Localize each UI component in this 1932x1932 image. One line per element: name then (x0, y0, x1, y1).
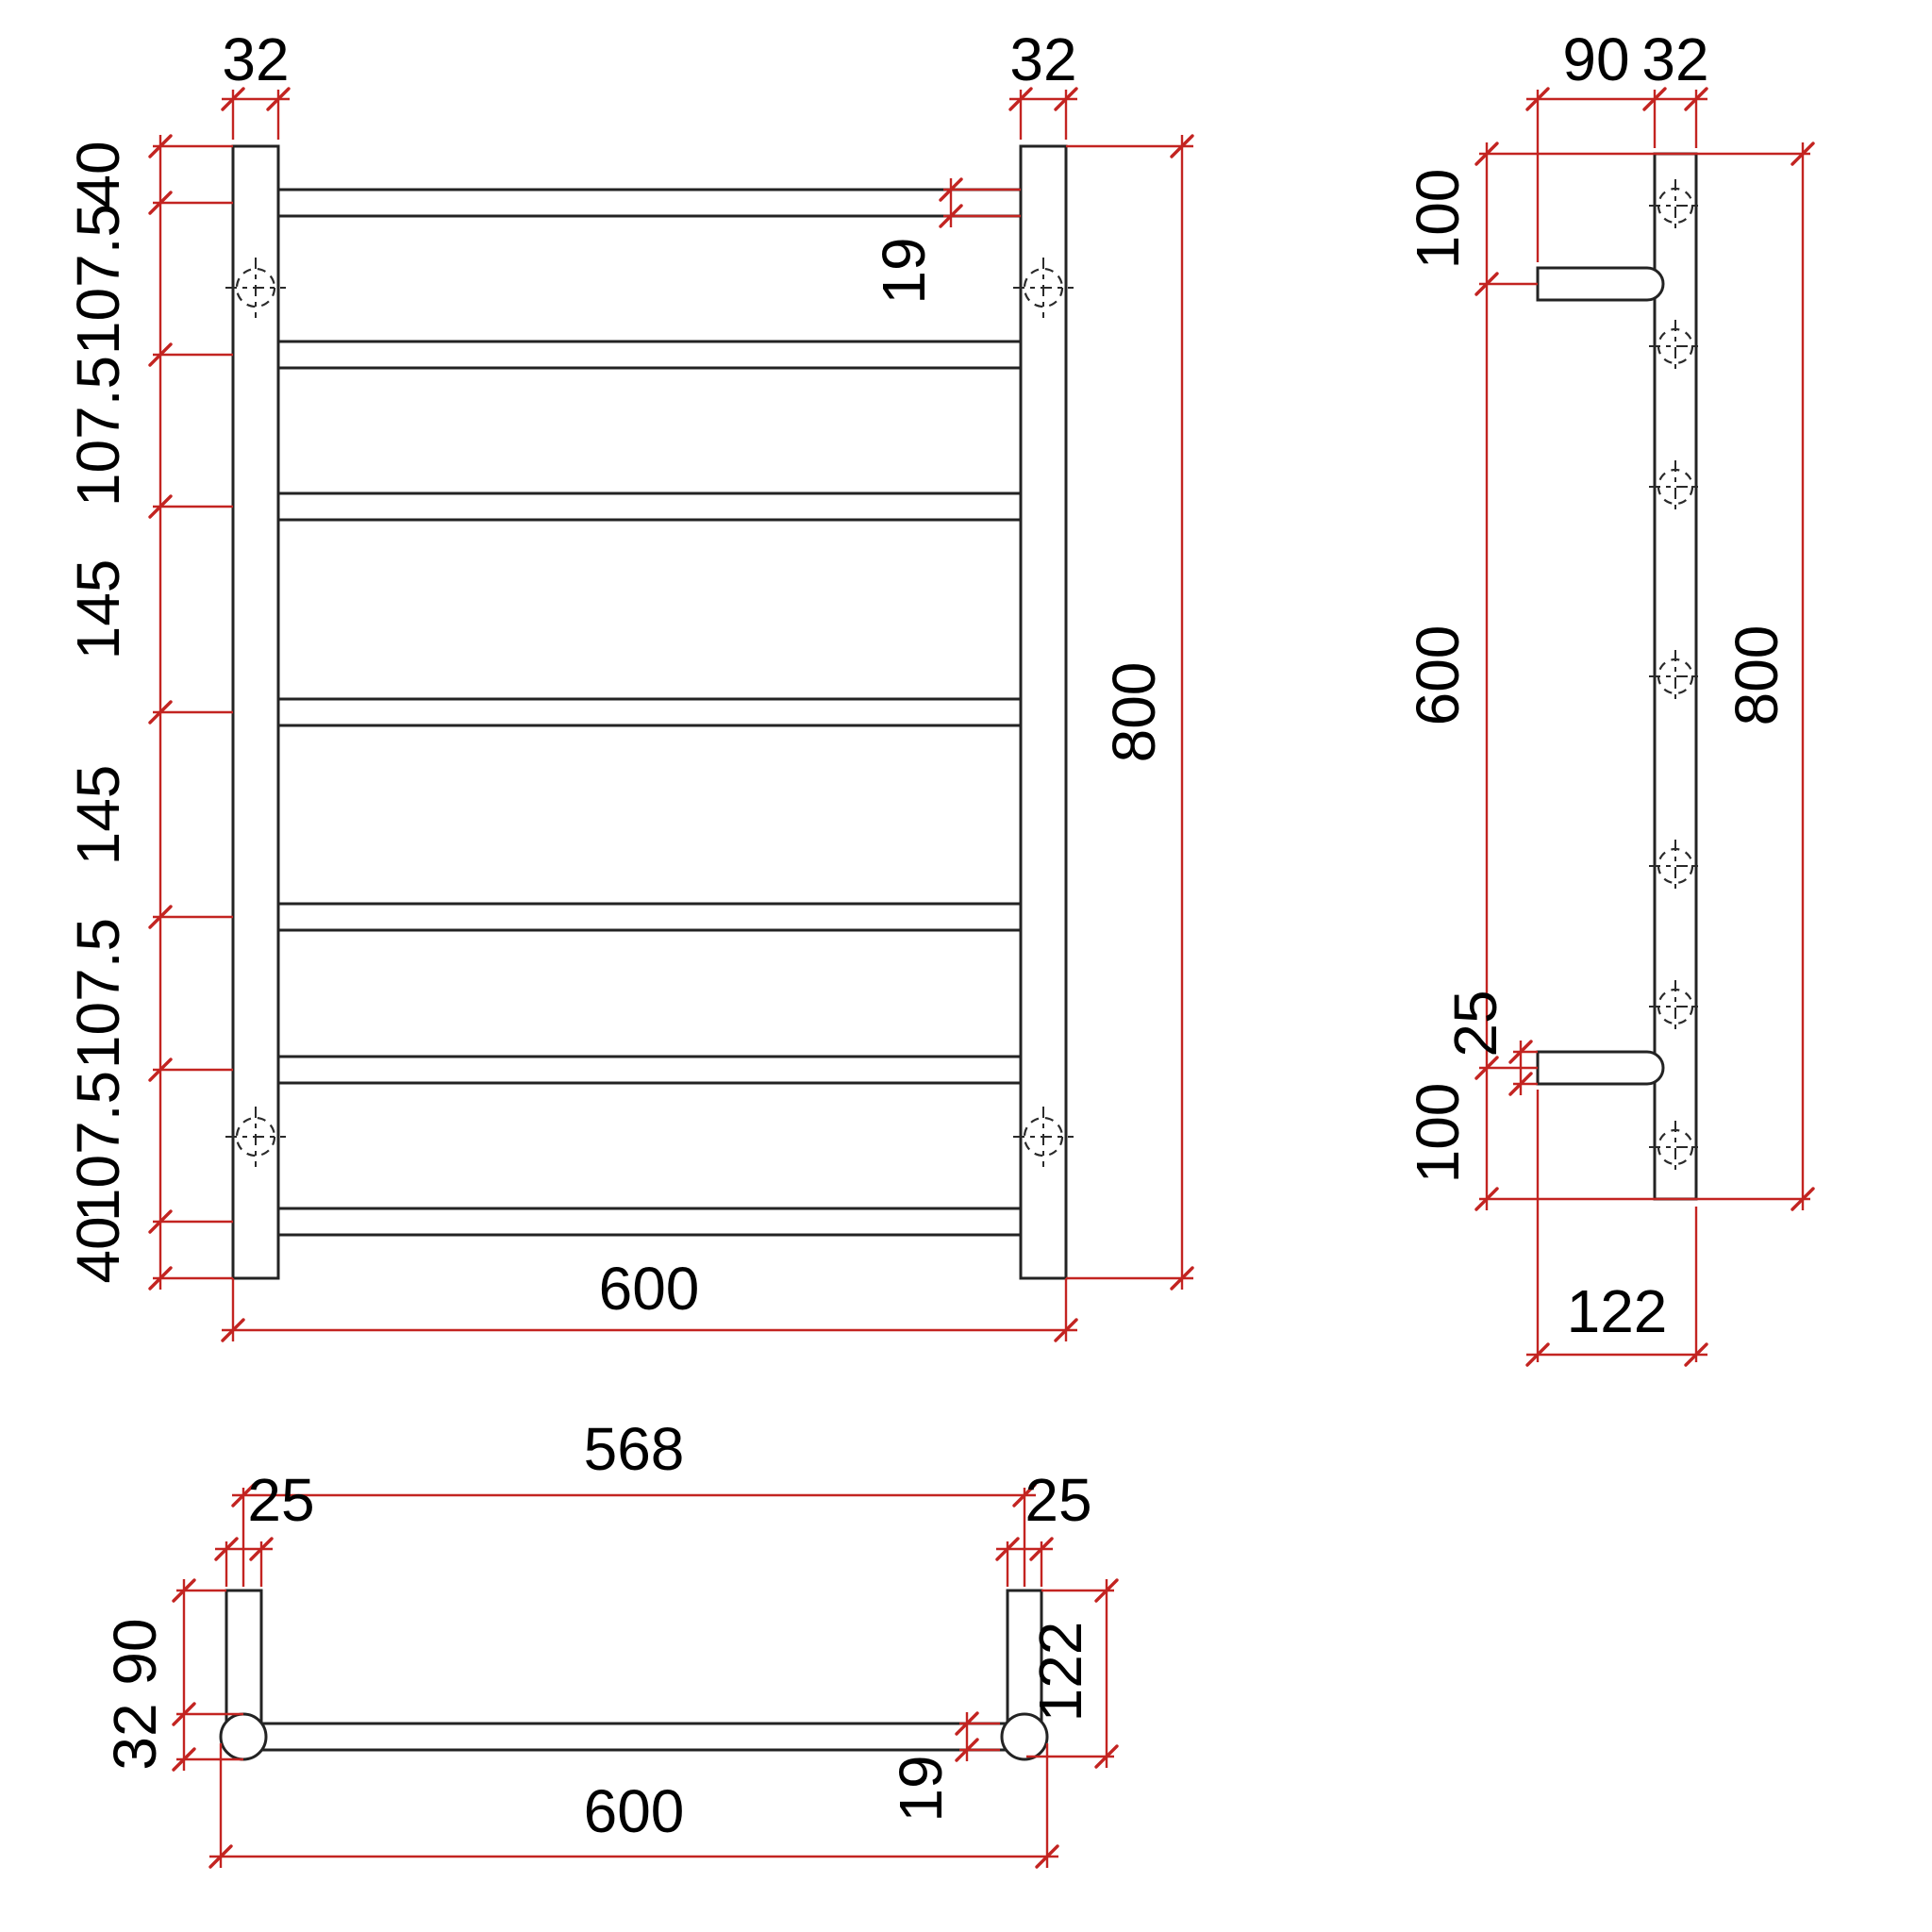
dim-label: 32 (101, 1703, 169, 1770)
front-rung-3 (278, 491, 1021, 522)
side-rung-hole-6 (1649, 980, 1702, 1033)
dim-label: 107.5 (64, 356, 132, 507)
dim-front-height-chain: 40 107.5 107.5 145 145 107.5 107.5 40 (64, 134, 233, 1291)
dim-side-overall-height: 800 (1723, 142, 1815, 1211)
side-rung-hole-3 (1649, 460, 1702, 513)
dim-label: 25 (247, 1466, 314, 1534)
top-view: 568 25 25 90 32 19 (101, 1415, 1119, 1869)
dim-front-overall-height: 800 (1066, 134, 1194, 1291)
side-rung-hole-4 (1649, 650, 1702, 703)
front-mount-hole-top-left (225, 258, 286, 318)
dim-label: 25 (1024, 1466, 1091, 1534)
dim-top-post-centre-spacing: 568 (231, 1415, 1037, 1587)
side-post (1653, 152, 1698, 1201)
front-rung-1 (278, 188, 1021, 218)
dim-label: 32 (1641, 25, 1708, 93)
dim-label: 32 (1009, 25, 1076, 93)
dim-side-overall-depth: 122 (1525, 1090, 1708, 1367)
front-view: 32 32 40 107.5 107.5 145 145 1 (64, 25, 1194, 1342)
front-mount-hole-top-right (1013, 258, 1074, 318)
dim-label: 568 (584, 1415, 685, 1483)
side-rung-hole-7 (1649, 1121, 1702, 1174)
dim-label: 40 (64, 141, 132, 208)
dim-label: 90 (1562, 25, 1629, 93)
dim-label: 32 (222, 25, 289, 93)
dim-label: 19 (887, 1755, 955, 1822)
front-rung-2 (278, 340, 1021, 370)
front-rung-6 (278, 1055, 1021, 1085)
dim-front-post-width-left: 32 (221, 25, 291, 140)
side-rung-hole-5 (1649, 840, 1702, 892)
dim-label: 800 (1100, 662, 1168, 763)
dim-label: 100 (1404, 1083, 1472, 1184)
dim-label: 19 (870, 237, 938, 304)
dim-side-bracket-thickness: 25 (1441, 990, 1538, 1096)
dim-label: 145 (64, 765, 132, 866)
dim-top-bracket-width-left: 25 (214, 1466, 315, 1587)
dim-side-bracket-length-and-post-width: 90 32 (1525, 25, 1709, 262)
dim-side-bracket-chain: 100 600 100 (1404, 142, 1538, 1211)
dim-label: 122 (1026, 1622, 1094, 1723)
front-rung-7 (278, 1207, 1021, 1237)
side-bracket-bottom (1536, 1050, 1665, 1086)
dim-top-overall-depth: 122 (1026, 1578, 1119, 1769)
front-rung-5 (278, 902, 1021, 932)
dim-label: 40 (64, 1216, 132, 1283)
dim-label: 122 (1567, 1277, 1668, 1345)
side-rung-hole-1 (1649, 179, 1702, 232)
side-extension-lines (1479, 152, 1810, 1201)
dim-label: 107.5 (64, 204, 132, 355)
side-rung-hole-2 (1649, 320, 1702, 373)
front-mount-hole-bottom-left (225, 1107, 286, 1167)
dim-label: 145 (64, 559, 132, 660)
dim-label: 107.5 (64, 918, 132, 1069)
dim-top-bracket-width-right: 25 (995, 1466, 1092, 1587)
dim-front-overall-width: 600 (221, 1255, 1078, 1342)
dim-label: 800 (1723, 625, 1790, 726)
dim-top-overall-width: 600 (208, 1743, 1059, 1869)
dim-top-left-chain: 90 32 (101, 1578, 243, 1772)
front-mount-hole-bottom-right (1013, 1107, 1074, 1167)
dim-front-bar-thickness: 19 (870, 177, 1021, 305)
dim-top-bar-diameter: 19 (887, 1711, 1000, 1823)
side-bracket-top (1536, 266, 1665, 302)
dim-label: 600 (599, 1255, 700, 1323)
top-bracket-left (225, 1589, 263, 1734)
dim-label: 600 (1404, 625, 1472, 726)
top-bar (243, 1722, 1024, 1752)
front-rung-4 (278, 697, 1021, 727)
dim-label: 25 (1441, 990, 1509, 1057)
top-left-post-section (219, 1712, 268, 1761)
side-view: 90 32 100 600 100 25 122 (1404, 25, 1815, 1367)
dim-label: 107.5 (64, 1071, 132, 1222)
dim-label: 600 (584, 1777, 685, 1845)
dim-front-post-width-right: 32 (1008, 25, 1078, 140)
dim-label: 100 (1404, 169, 1472, 270)
top-right-post-section (1000, 1712, 1049, 1761)
dim-label: 90 (101, 1618, 169, 1685)
front-right-post (1019, 144, 1068, 1280)
